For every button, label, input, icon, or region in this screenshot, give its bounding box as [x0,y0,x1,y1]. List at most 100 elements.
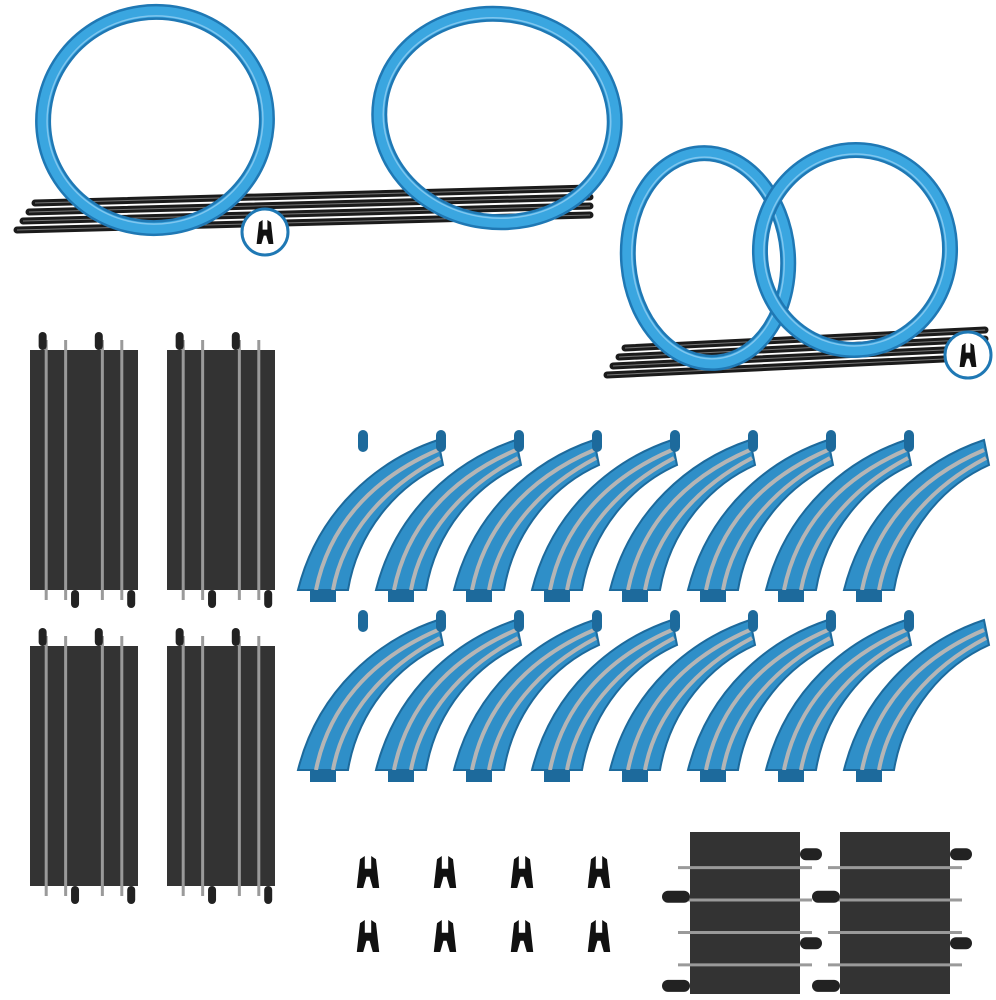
connector-pin [358,610,368,632]
connector-pin [514,430,524,452]
curved-piece [764,610,913,782]
rail [470,448,595,591]
connector-pin [826,610,836,632]
connector [778,590,804,602]
connector-pin [812,979,840,992]
straight-track [30,628,138,904]
rail [548,628,673,771]
curved-piece [686,430,835,602]
rail [409,636,519,771]
loop-band [37,6,273,234]
connector-pin [748,610,758,632]
rail [704,628,829,771]
straight-tracks [30,332,275,904]
connector [466,770,492,782]
connector-pin [71,590,80,608]
curved-piece [530,610,679,782]
curved-piece [608,610,757,782]
rail [612,347,986,367]
clip [587,856,611,888]
rail [721,456,831,591]
rail [314,448,439,591]
connector-pin [812,890,840,903]
track-body [690,832,800,994]
connector-pin [38,628,47,646]
loop-band [373,8,621,228]
connector-pin [94,332,103,350]
connector [388,590,414,602]
connector-pin [950,848,972,861]
track-clip-icon [433,920,457,952]
connector [544,770,570,782]
connector-pin [950,937,972,950]
connector-pin [662,979,690,992]
rail [392,628,517,771]
loop-edge [382,16,612,220]
curved-piece [452,610,601,782]
straight-track [167,332,275,608]
rail [782,628,907,771]
rail [626,628,751,771]
track-body [167,646,275,886]
loop-set-1 [13,3,623,257]
connector [700,770,726,782]
connector-pin [800,937,822,950]
clip [433,856,457,888]
clip [433,920,457,952]
rail [487,636,597,771]
connector-pin [826,430,836,452]
clip [510,920,534,952]
connector-pin [662,890,690,903]
connector-pin [127,590,136,608]
straight-track [167,628,275,904]
connector [388,770,414,782]
connector-pin [208,590,217,608]
track-clip-icon [587,856,611,888]
track-clip-icon [356,920,380,952]
loop-edge [631,156,785,360]
curved-piece [296,610,445,782]
curved-piece [842,430,991,602]
connector-pin [670,610,680,632]
connector-pin [231,332,240,350]
curved-piece [374,430,523,602]
clip [356,920,380,952]
connector-pin [38,332,47,350]
connector-pin [175,628,184,646]
track-clip-icon [587,920,611,952]
curved-piece [530,430,679,602]
connector-pin [175,332,184,350]
rail [877,636,987,771]
track-body [30,350,138,590]
rail [877,456,987,591]
track-clip-icon [959,343,977,367]
rail [331,456,441,591]
connector-pin [94,628,103,646]
connector-pin [436,610,446,632]
connector-pin [670,430,680,452]
rail [331,636,441,771]
rail [565,456,675,591]
straight-track [30,332,138,608]
connector [622,770,648,782]
connector-pin [208,886,217,904]
connector-pin [127,886,136,904]
clip [356,856,380,888]
connector-pin [71,886,80,904]
connector-pin [231,628,240,646]
track-clip-icon [256,220,274,244]
rail [565,636,675,771]
connector-pin [904,430,914,452]
rail [34,187,591,204]
connector-pin [748,430,758,452]
connector-pin [514,610,524,632]
rail [409,456,519,591]
connector-pin [358,430,368,452]
track-body [167,350,275,590]
rail [799,636,909,771]
track-clip-icon [510,920,534,952]
rail [606,356,986,376]
connector-pin [264,886,273,904]
